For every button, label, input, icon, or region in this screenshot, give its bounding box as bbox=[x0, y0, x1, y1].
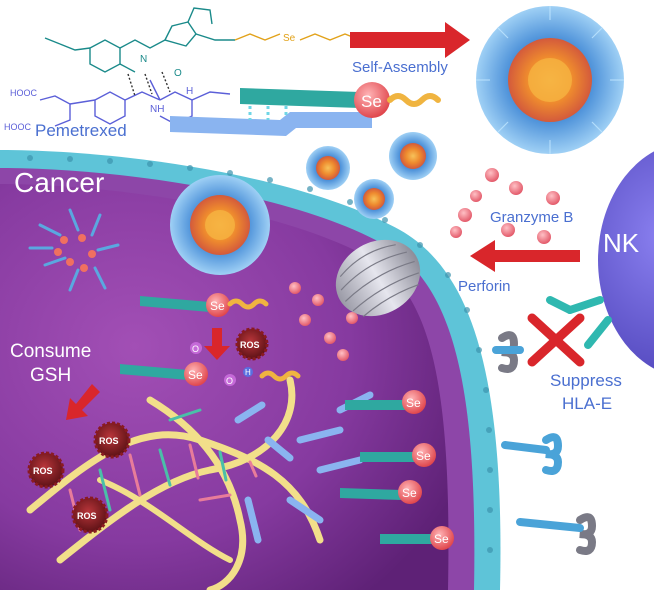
ros-label-top: ROS bbox=[240, 340, 260, 350]
nanoparticle-small-3 bbox=[354, 179, 394, 219]
chem-hooc-bottom: HOOC bbox=[4, 122, 32, 132]
chem-o-atom: O bbox=[174, 68, 182, 79]
se-label-membrane-4: Se bbox=[434, 532, 449, 546]
cleavage-arrow bbox=[204, 328, 230, 360]
nk-cell: NK bbox=[598, 151, 654, 369]
ros-particle-top: ROS bbox=[235, 327, 269, 361]
ros-label-2: ROS bbox=[33, 466, 53, 476]
chem-nh-atom: NH bbox=[150, 104, 164, 115]
prodrug-monomer: Se bbox=[170, 82, 441, 136]
ros-particle-1: ROS bbox=[93, 421, 131, 459]
monomer-hbonds bbox=[248, 106, 288, 120]
perforin-label: Perforin bbox=[458, 278, 511, 295]
nk-label: NK bbox=[603, 228, 640, 258]
nanoparticle-disassembling bbox=[28, 208, 120, 292]
se-label-membrane-3: Se bbox=[402, 486, 417, 500]
self-assembly-arrow bbox=[350, 22, 470, 58]
granzyme-b-label: Granzyme B bbox=[490, 209, 573, 226]
consume-arrow bbox=[66, 384, 100, 420]
chem-se-atom: Se bbox=[283, 33, 296, 44]
prodrug-structure bbox=[39, 7, 361, 127]
alkyl-tail bbox=[387, 93, 441, 107]
hla-e-label: HLA-E bbox=[562, 394, 612, 413]
oxygen-label-2: O bbox=[226, 376, 233, 386]
nk-receptor bbox=[546, 296, 612, 349]
nucleoside-structure bbox=[44, 7, 235, 73]
granzyme-dots bbox=[450, 168, 560, 244]
granzyme-internal-dots bbox=[289, 282, 358, 361]
membrane-se-2: Se bbox=[360, 443, 436, 467]
se-sphere-label: Se bbox=[361, 92, 382, 111]
ros-particle-2: ROS bbox=[27, 451, 65, 489]
hydrogen-label: H bbox=[245, 368, 251, 377]
se-sphere bbox=[354, 82, 390, 118]
se-label-membrane-1: Se bbox=[406, 396, 421, 410]
self-assembly-label: Self-Assembly bbox=[352, 59, 448, 76]
membrane-se-3: Se bbox=[340, 480, 422, 504]
blocked-cross-icon bbox=[527, 313, 585, 367]
ros-label-1: ROS bbox=[99, 436, 119, 446]
chem-h-atom: H bbox=[186, 86, 193, 97]
cancer-label: Cancer bbox=[14, 167, 104, 198]
gsh-label: GSH bbox=[30, 365, 71, 386]
membrane-se-1: Se bbox=[345, 390, 426, 414]
se-label-internal-1: Se bbox=[210, 299, 225, 313]
perforin-pore bbox=[335, 239, 421, 317]
perforin-arrow bbox=[470, 240, 580, 272]
membrane-texture bbox=[27, 155, 493, 553]
nanoparticle-entering bbox=[170, 175, 270, 275]
chem-hooc-top: HOOC bbox=[10, 88, 38, 98]
nanoparticle-small-2 bbox=[389, 132, 437, 180]
membrane-se-4: Se bbox=[380, 526, 454, 550]
pemetrexed-structure bbox=[39, 79, 231, 127]
prodrug-molecule-internal: Se bbox=[140, 293, 269, 317]
seleninic-product: Se O O H bbox=[120, 342, 301, 386]
pemetrexed-label: Pemetrexed bbox=[35, 121, 127, 140]
oxygen-label-1: O bbox=[192, 344, 199, 354]
suppress-label: Suppress bbox=[550, 371, 622, 390]
consume-label: Consume bbox=[10, 341, 91, 362]
drug-fragments bbox=[234, 391, 374, 544]
hydrogen-bonds bbox=[127, 71, 171, 97]
nanoparticle-large bbox=[476, 6, 624, 154]
selenium-chain bbox=[234, 33, 361, 41]
chem-n-atom: N bbox=[140, 54, 147, 65]
nanoparticle-small-1 bbox=[306, 146, 350, 190]
ros-particle-3: ROS bbox=[71, 496, 109, 534]
se-label-internal-2: Se bbox=[188, 368, 203, 382]
ros-label-3: ROS bbox=[77, 511, 97, 521]
hla-e-molecules bbox=[492, 331, 597, 555]
se-label-membrane-2: Se bbox=[416, 449, 431, 463]
